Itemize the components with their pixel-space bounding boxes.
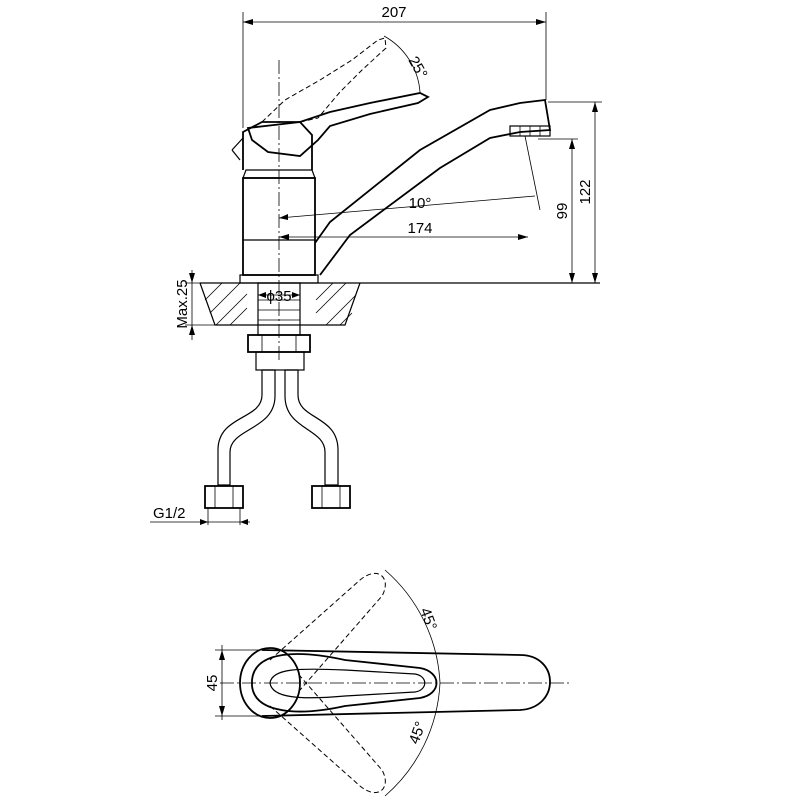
svg-text:10°: 10°	[409, 195, 432, 212]
dimension-max-counter: Max.25	[174, 270, 215, 340]
svg-text:ϕ35: ϕ35	[266, 288, 291, 305]
svg-text:45°: 45°	[416, 606, 440, 633]
svg-text:99: 99	[554, 203, 571, 220]
lever-handle	[248, 93, 428, 156]
countertop	[200, 283, 600, 325]
lever-rotated-right	[270, 676, 385, 793]
dimension-handle-width: 45	[204, 645, 262, 720]
braided-hoses	[205, 370, 350, 508]
svg-text:122: 122	[577, 179, 594, 204]
svg-text:174: 174	[407, 220, 432, 237]
dimension-body-diameter: ϕ35	[258, 288, 300, 305]
svg-text:25°: 25°	[405, 54, 431, 82]
dimension-spout-height: 122	[548, 102, 602, 283]
lever-handle-raised	[262, 38, 386, 122]
dimension-outlet-height: 99	[538, 139, 578, 283]
svg-text:45°: 45°	[406, 719, 430, 746]
svg-text:G1/2: G1/2	[153, 505, 186, 522]
lever-rotated-left	[270, 573, 385, 690]
dimension-handle-angle: 25°	[384, 36, 431, 92]
svg-text:45: 45	[204, 675, 221, 692]
faucet-body	[232, 122, 318, 283]
top-view: 45 45° 45°	[204, 570, 570, 796]
dimension-overall-length: 207	[243, 4, 546, 128]
svg-text:Max.25: Max.25	[174, 279, 191, 328]
spout	[315, 100, 550, 275]
dimension-spout-reach: 10° 174	[279, 195, 535, 240]
svg-text:207: 207	[381, 4, 406, 21]
side-view: 207 25° 122 99 10° 174	[150, 4, 602, 525]
